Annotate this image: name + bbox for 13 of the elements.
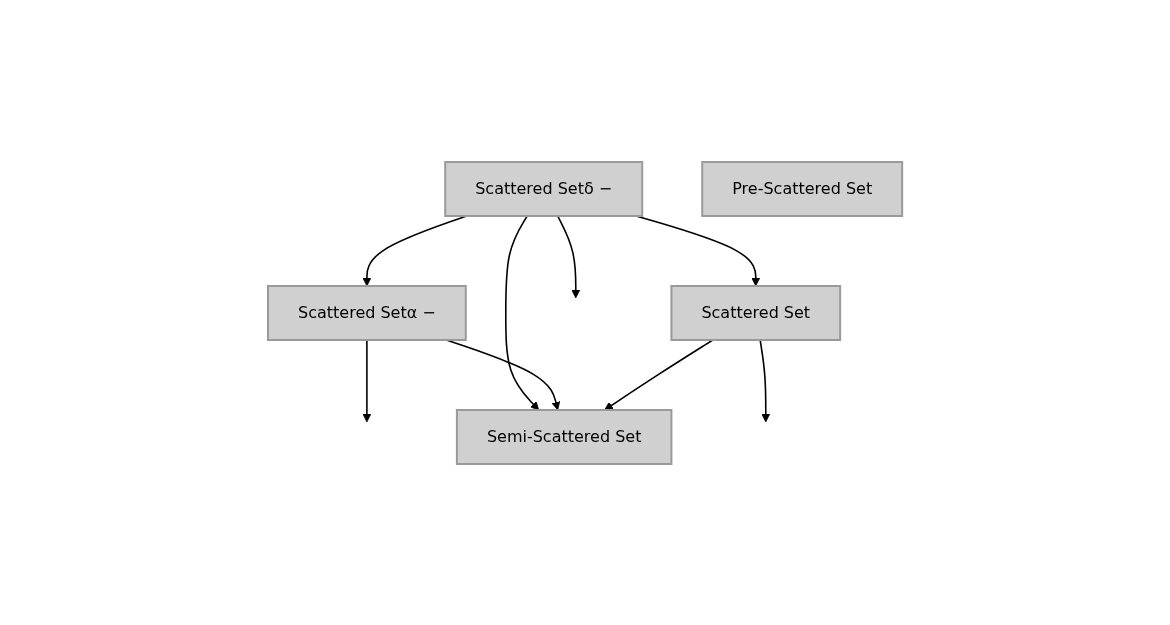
node-box: Scattered Setα −	[266, 284, 467, 341]
node-box: Scattered Setδ −	[444, 160, 644, 217]
arrow	[635, 214, 761, 286]
arrow	[759, 338, 771, 422]
arrow	[556, 214, 581, 298]
arrow	[445, 338, 561, 410]
arrow	[604, 338, 714, 410]
arrow	[504, 214, 540, 410]
node-box: Semi-Scattered Set	[455, 408, 673, 465]
arrow	[362, 338, 372, 422]
node-box: Scattered Set	[670, 284, 842, 341]
node-box: Pre-Scattered Set	[701, 160, 904, 217]
arrow	[362, 214, 468, 286]
